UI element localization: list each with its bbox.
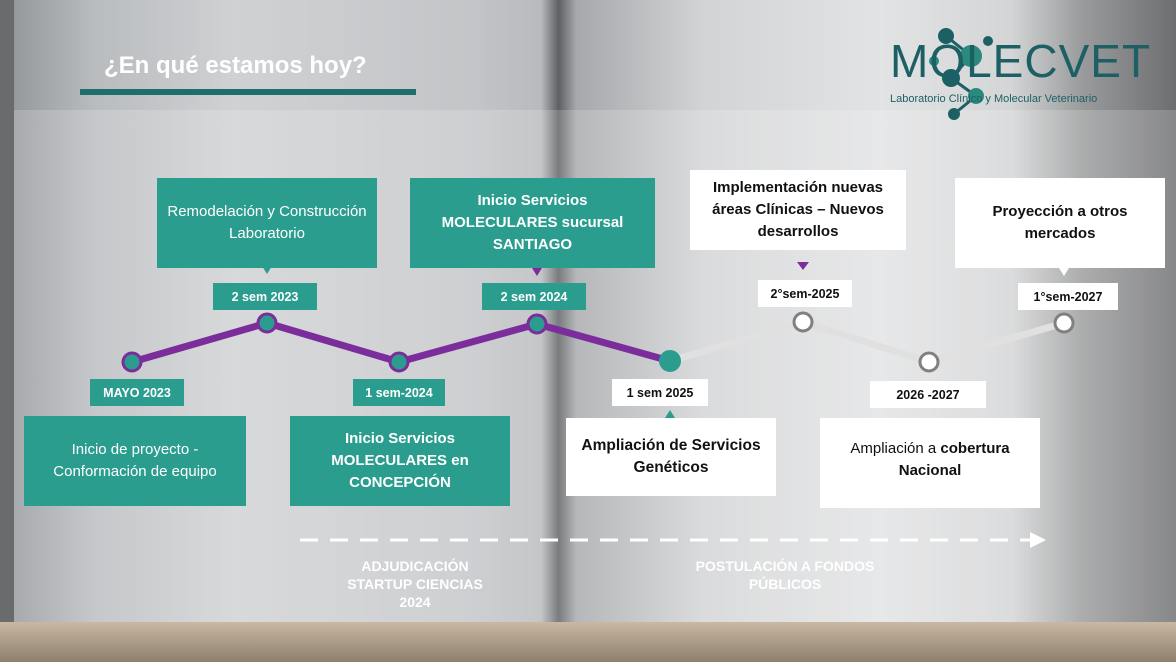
award-note: ADJUDICACIÓN STARTUP CIENCIAS 2024	[347, 558, 483, 610]
molecule-logo-icon	[929, 28, 993, 120]
timeline-node-1	[121, 351, 143, 373]
timeline-node-4	[526, 313, 548, 335]
pointer-icon	[532, 268, 542, 276]
funds-note: POSTULACIÓN A FONDOS PÚBLICOS	[695, 558, 875, 592]
timeline-node-6	[792, 311, 814, 333]
milestone-7-text-plain: Ampliación a	[850, 440, 941, 457]
milestone-6-date: 2°sem-2025	[758, 280, 852, 307]
wall-edge	[0, 0, 14, 662]
milestone-3-text: Inicio Servicios MOLECULARES en CONCEPCI…	[290, 416, 510, 506]
milestone-4-text: Inicio Servicios MOLECULARES sucursal SA…	[410, 178, 655, 268]
timeline-node-2	[256, 312, 278, 334]
milestone-8-date: 1°sem-2027	[1018, 283, 1118, 310]
milestone-7-text: Ampliación a cobertura Nacional	[820, 418, 1040, 508]
timeline-node-7	[918, 351, 940, 373]
milestone-8-text: Proyección a otros mercados	[955, 178, 1165, 268]
milestone-1-date: MAYO 2023	[90, 379, 184, 406]
timeline-node-8	[1053, 312, 1075, 334]
milestone-2-text: Remodelación y Construcción Laboratorio	[157, 178, 377, 268]
milestone-5-date: 1 sem 2025	[612, 379, 708, 406]
milestone-5-text: Ampliación de Servicios Genéticos	[566, 418, 776, 496]
milestone-7-date: 2026 -2027	[870, 381, 986, 408]
milestone-6-text: Implementación nuevas áreas Clínicas – N…	[690, 170, 906, 250]
milestone-1-text: Inicio de proyecto - Conformación de equ…	[24, 416, 246, 506]
milestone-4-date: 2 sem 2024	[482, 283, 586, 310]
pointer-icon	[797, 262, 809, 270]
milestone-7-text-bold: cobertura Nacional	[898, 440, 1010, 479]
timeline-node-3	[388, 351, 410, 373]
logo-name: MOLECVET	[890, 35, 1152, 87]
pointer-icon	[262, 266, 272, 274]
logo-subtitle: Laboratorio Clínico y Molecular Veterina…	[890, 93, 1098, 105]
pointer-icon	[1059, 268, 1069, 276]
milestone-3-date: 1 sem-2024	[353, 379, 445, 406]
title-underline	[80, 89, 416, 95]
pointer-icon	[665, 410, 675, 418]
page-title: ¿En qué estamos hoy?	[104, 52, 367, 79]
floor	[0, 622, 1176, 662]
arrow-head-icon	[1030, 532, 1046, 548]
timeline-node-5	[659, 350, 681, 372]
milestone-2-date: 2 sem 2023	[213, 283, 317, 310]
